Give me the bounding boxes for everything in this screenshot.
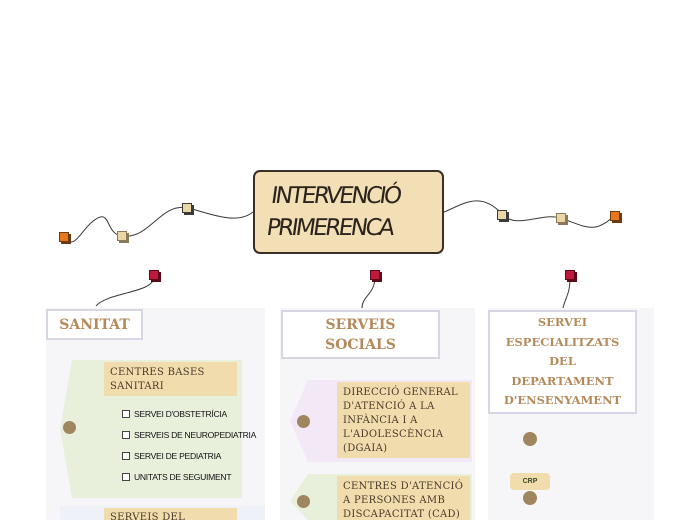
- topic-node-dot[interactable]: [523, 491, 537, 505]
- subtopic-dgaia[interactable]: DIRECCIÓ GENERAL D'ATENCIÓ A LA INFÀNCIA…: [337, 382, 470, 458]
- subtopic-serveis-del[interactable]: SERVEIS DEL: [104, 508, 237, 520]
- beige-marker-icon[interactable]: [182, 203, 192, 213]
- orange-marker-icon[interactable]: [610, 211, 620, 221]
- list-item-label: SERVEI D'OBSTETRÍCIA: [134, 409, 227, 419]
- subtopic-label: CENTRES BASES SANITARI: [110, 367, 205, 392]
- checkbox-icon[interactable]: [122, 410, 130, 418]
- central-topic[interactable]: INTERVENCIÓ PRIMERENCA: [253, 170, 444, 254]
- list-item[interactable]: SERVEIS DE NEUROPEDIATRIA: [122, 430, 256, 440]
- checkbox-icon[interactable]: [122, 452, 130, 460]
- subtopic-cad[interactable]: CENTRES D'ATENCIÓ A PERSONES AMB DISCAPA…: [337, 476, 470, 520]
- topic-servei-especialitzats[interactable]: SERVEI ESPECIALITZATS DEL DEPARTAMENT D'…: [488, 310, 637, 414]
- topic-serveis-socials[interactable]: SERVEIS SOCIALS: [281, 310, 440, 359]
- topic-sanitat[interactable]: SANITAT: [46, 309, 143, 340]
- central-topic-label: INTERVENCIÓ PRIMERENCA: [265, 180, 441, 244]
- list-item-label: UNITATS DE SEGUIMENT: [134, 472, 232, 482]
- subtopic-centres-bases[interactable]: CENTRES BASES SANITARI: [104, 362, 237, 396]
- central-topic-line: INTERVENCIÓ: [269, 183, 402, 209]
- beige-marker-icon[interactable]: [497, 210, 507, 220]
- subtopic-label: CENTRES D'ATENCIÓ A PERSONES AMB DISCAPA…: [343, 481, 464, 520]
- red-marker-icon[interactable]: [370, 270, 380, 280]
- topic-node-dot[interactable]: [523, 432, 537, 446]
- topic-node-dot[interactable]: [297, 495, 310, 508]
- topic-label: SANITAT: [59, 316, 130, 333]
- topic-label: SOCIALS: [325, 336, 396, 353]
- subtopic-label: DIRECCIÓ GENERAL D'ATENCIÓ A LA INFÀNCIA…: [343, 387, 458, 454]
- list-item-label: SERVEI DE PEDIATRIA: [134, 451, 222, 461]
- beige-marker-icon[interactable]: [117, 231, 127, 241]
- list-item-label: SERVEIS DE NEUROPEDIATRIA: [134, 430, 257, 440]
- orange-marker-icon[interactable]: [59, 232, 69, 242]
- list-item[interactable]: UNITATS DE SEGUIMENT: [122, 472, 232, 482]
- beige-marker-icon[interactable]: [556, 213, 566, 223]
- topic-label: SERVEIS: [325, 316, 396, 333]
- crp-node[interactable]: CRP: [510, 473, 550, 490]
- list-item[interactable]: SERVEI DE PEDIATRIA: [122, 451, 221, 461]
- checkbox-icon[interactable]: [122, 431, 130, 439]
- red-marker-icon[interactable]: [565, 270, 575, 280]
- subtopic-label: SERVEIS DEL: [110, 512, 186, 520]
- topic-node-dot[interactable]: [63, 421, 76, 434]
- topic-label: SERVEI ESPECIALITZATS DEL DEPARTAMENT D'…: [503, 315, 622, 408]
- central-topic-line: PRIMERENCA: [264, 215, 395, 241]
- crp-label: CRP: [522, 478, 538, 485]
- topic-node-dot[interactable]: [297, 415, 310, 428]
- red-marker-icon[interactable]: [149, 270, 159, 280]
- list-item[interactable]: SERVEI D'OBSTETRÍCIA: [122, 409, 227, 419]
- checkbox-icon[interactable]: [122, 473, 130, 481]
